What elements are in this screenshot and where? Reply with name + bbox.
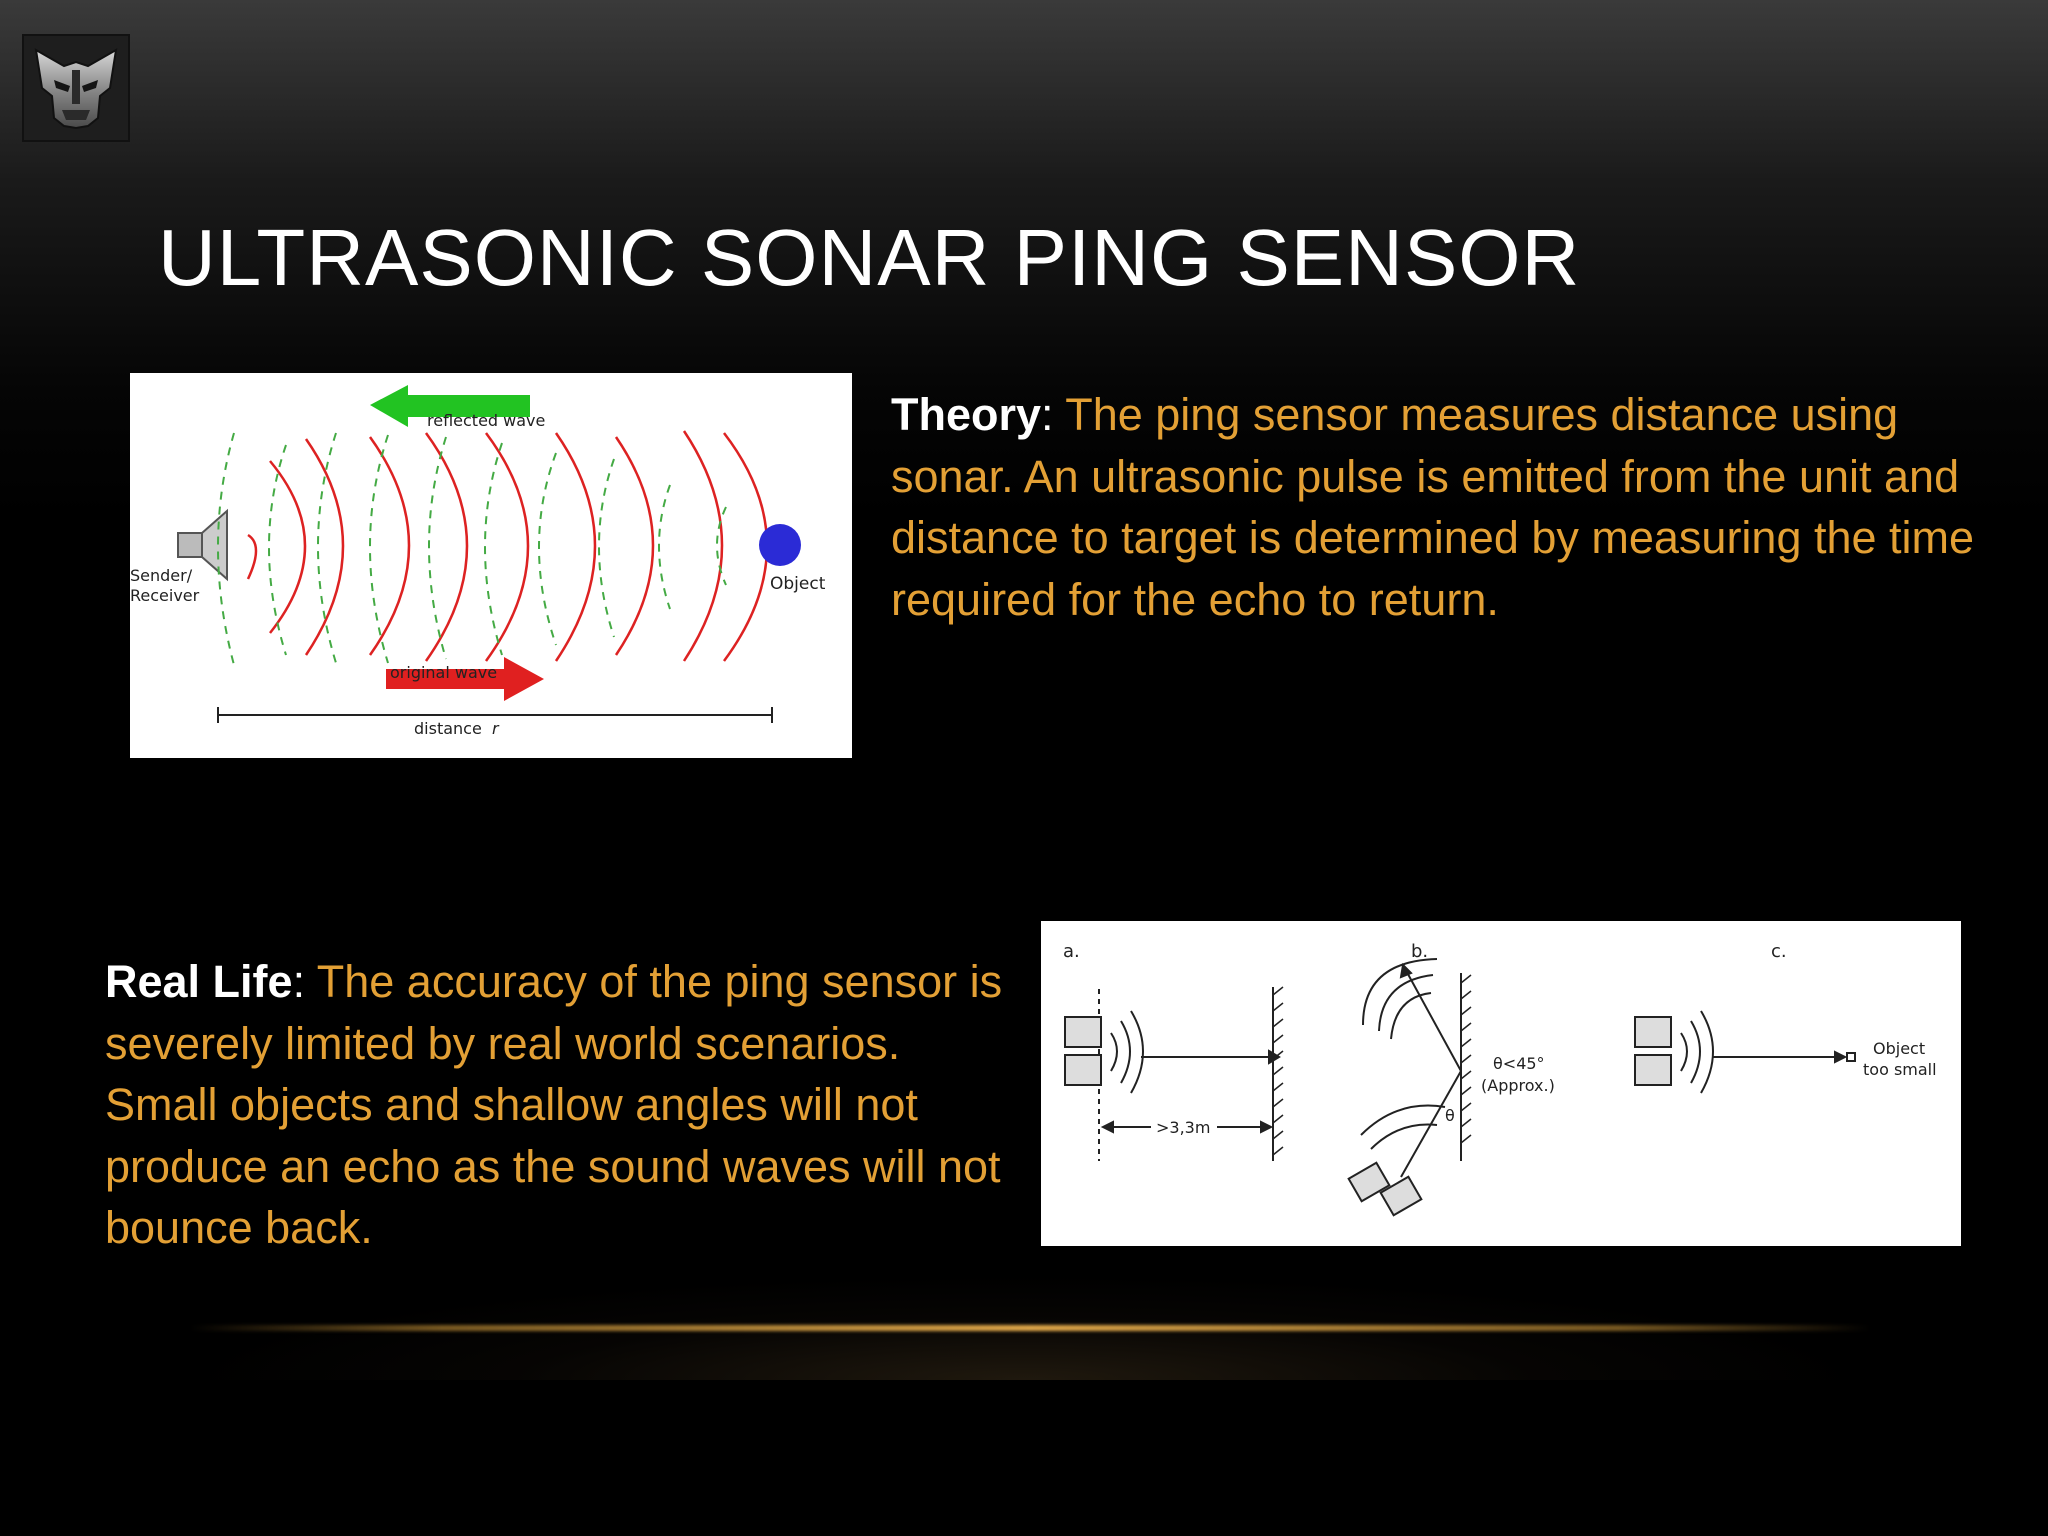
real-life-separator: : xyxy=(292,956,306,1007)
scenario-a-distance: >3,3m xyxy=(1156,1118,1210,1137)
scenario-b-angle: θ<45° xyxy=(1493,1054,1545,1073)
scenario-a xyxy=(1064,986,1284,1161)
theory-paragraph: Theory: The ping sensor measures distanc… xyxy=(891,384,2016,630)
original-wave-arcs xyxy=(246,430,769,662)
reflected-wave-label: reflected wave xyxy=(427,411,545,430)
distance-line xyxy=(217,707,773,723)
original-wave-arrow xyxy=(386,657,544,701)
distance-variable: r xyxy=(492,719,500,738)
receiver-label: Receiver xyxy=(130,586,200,605)
scenario-b-approx: (Approx.) xyxy=(1481,1076,1555,1095)
scenario-b xyxy=(1347,958,1472,1217)
sonar-wave-diagram: reflected wave Sender/ Receiver xyxy=(130,373,852,758)
scenario-b-theta: θ xyxy=(1445,1106,1455,1125)
autobot-logo-icon xyxy=(22,34,130,142)
scenario-a-label: a. xyxy=(1063,941,1080,962)
real-life-text: The accuracy of the ping sensor is sever… xyxy=(105,956,1003,1253)
slide-title: ULTRASONIC SONAR PING SENSOR xyxy=(158,213,1581,302)
theory-text: The ping sensor measures distance using … xyxy=(891,389,1975,625)
scenario-c-object: Object xyxy=(1873,1039,1925,1058)
object-circle xyxy=(759,524,801,566)
sensor-limitations-diagram: a. b. c. >3,3m θ<45° (Approx.) θ Object … xyxy=(1041,921,1961,1246)
scenario-c-too-small: too small xyxy=(1863,1060,1937,1079)
reflected-wave-arcs xyxy=(217,432,727,666)
object-label: Object xyxy=(770,574,826,594)
reflected-wave-arrow xyxy=(370,385,530,427)
speaker-icon xyxy=(177,508,228,582)
real-life-label: Real Life xyxy=(105,956,293,1007)
scenario-b-label: b. xyxy=(1411,941,1428,962)
original-wave-label: original wave xyxy=(390,663,497,682)
theory-separator: : xyxy=(1041,389,1054,440)
theory-label: Theory xyxy=(891,389,1042,440)
gold-divider-line xyxy=(190,1325,1870,1331)
distance-label: distance xyxy=(414,719,482,738)
sender-label: Sender/ xyxy=(130,566,193,585)
real-life-paragraph: Real Life: The accuracy of the ping sens… xyxy=(105,951,1005,1259)
scenario-c xyxy=(1634,1010,1856,1094)
scenario-c-label: c. xyxy=(1771,941,1787,962)
